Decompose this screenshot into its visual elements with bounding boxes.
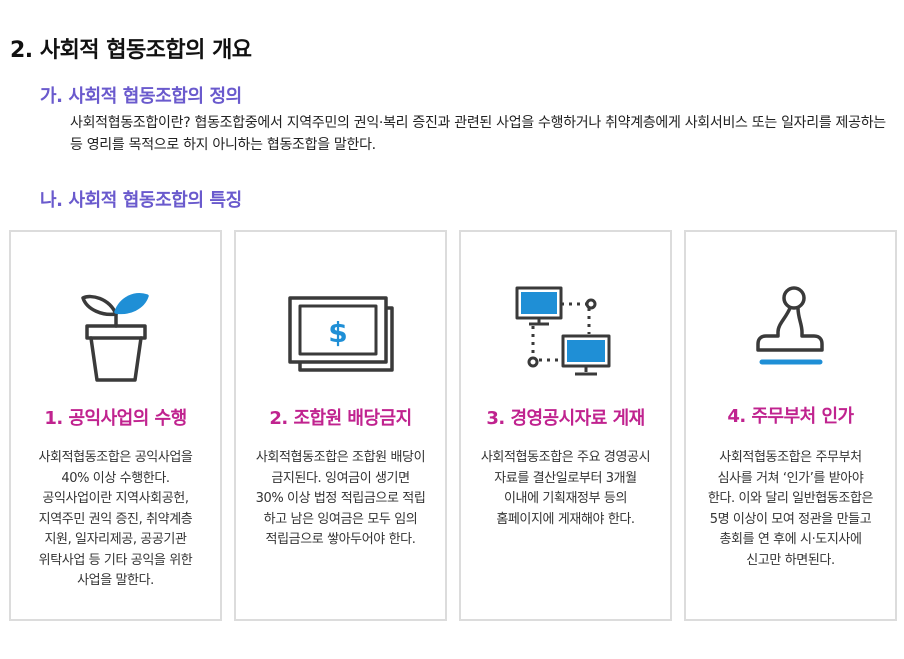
feature-card-title: 3. 경영공시자료 게재: [486, 408, 645, 429]
page-title: 2. 사회적 협동조합의 개요: [10, 38, 252, 63]
feature-card-disclosure: 3. 경영공시자료 게재 사회적협동조합은 주요 경영공시 자료를 결산일로부터…: [459, 230, 672, 621]
plant-pot-icon: [61, 284, 171, 384]
feature-card-description: 사회적협동조합은 공익사업을 40% 이상 수행한다. 공익사업이란 지역사회공…: [38, 450, 193, 588]
feature-card-title: 1. 공익사업의 수행: [44, 408, 187, 429]
networked-computers-icon: [511, 284, 621, 384]
stamp-icon: [736, 284, 846, 384]
features-heading: 나. 사회적 협동조합의 특징: [40, 190, 242, 211]
definition-heading: 가. 사회적 협동조합의 정의: [40, 86, 242, 107]
feature-card-description: 사회적협동조합은 주무부처 심사를 거쳐 ‘인가’를 받아야 한다. 이와 달리…: [707, 450, 874, 568]
feature-card-approval: 4. 주무부처 인가 사회적협동조합은 주무부처 심사를 거쳐 ‘인가’를 받아…: [684, 230, 897, 621]
svg-text:$: $: [328, 316, 347, 349]
feature-card-no-dividend: $ 2. 조합원 배당금지 사회적협동조합은 조합원 배당이 금지된다. 잉여금…: [234, 230, 447, 621]
feature-card-description: 사회적협동조합은 조합원 배당이 금지된다. 잉여금이 생기면 30% 이상 법…: [255, 450, 426, 547]
money-bill-icon: $: [286, 284, 396, 384]
feature-card-title: 2. 조합원 배당금지: [269, 408, 412, 429]
feature-card-description: 사회적협동조합은 주요 경영공시 자료를 결산일로부터 3개월 이내에 기획재정…: [480, 450, 651, 527]
feature-card-public-service: 1. 공익사업의 수행 사회적협동조합은 공익사업을 40% 이상 수행한다. …: [9, 230, 222, 621]
feature-card-title: 4. 주무부처 인가: [727, 406, 854, 427]
definition-text: 사회적협동조합이란? 협동조합중에서 지역주민의 권익·복리 증진과 관련된 사…: [70, 115, 886, 153]
